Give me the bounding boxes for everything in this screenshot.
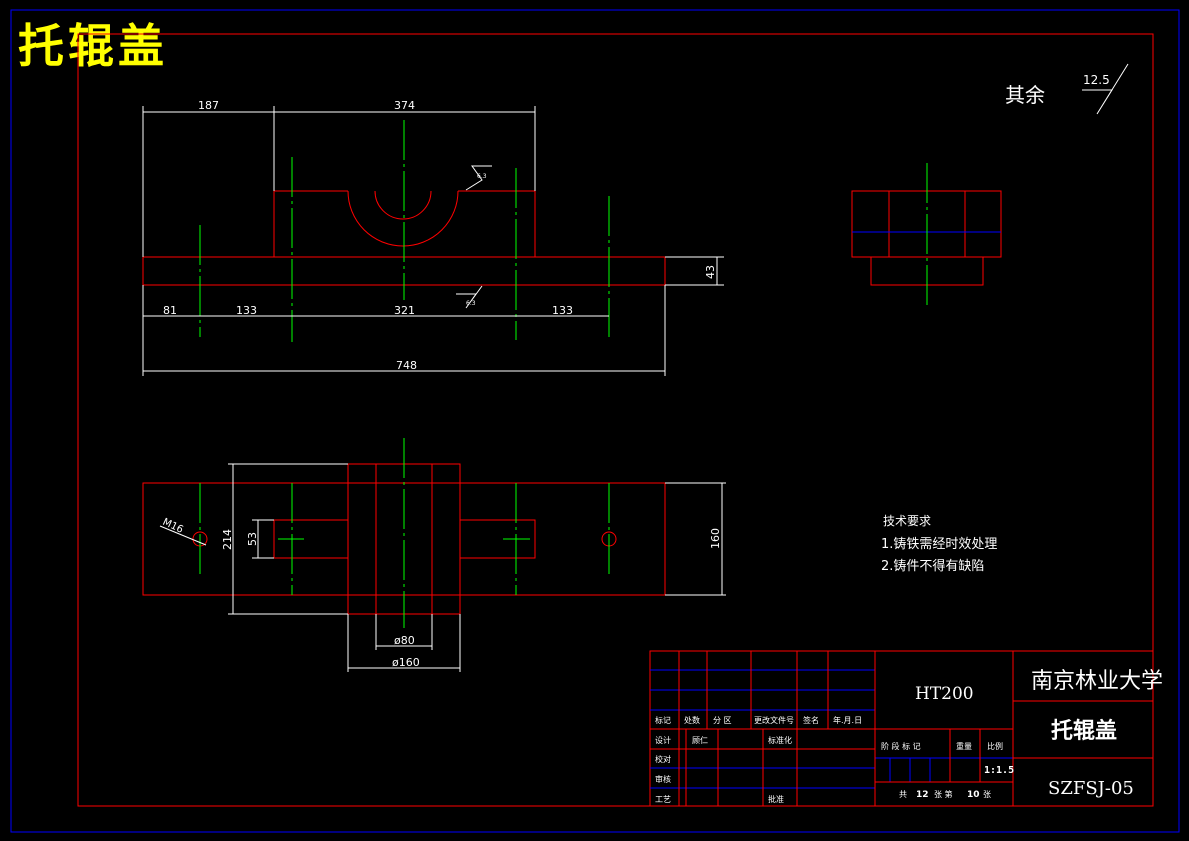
tb-scale-label: 比例 — [987, 741, 1003, 751]
roughness-value: 12.5 — [1083, 73, 1110, 87]
dim-374: 374 — [394, 99, 415, 112]
roughness-local-2: 6.3 — [466, 300, 476, 307]
dim-53: 53 — [246, 532, 259, 546]
notes-line-1: 1.铸铁需经时效处理 — [881, 536, 997, 552]
tb-drawing-no: SZFSJ-05 — [1048, 778, 1134, 799]
dim-phi160: ø160 — [392, 656, 420, 669]
side-view — [851, 163, 1002, 305]
roughness-label: 其余 — [1005, 83, 1045, 107]
dim-133a: 133 — [236, 304, 257, 317]
tb-stage: 阶 段 标 记 — [881, 741, 921, 751]
tb-weight: 重量 — [956, 741, 972, 751]
dim-214: 214 — [221, 529, 234, 550]
tb-label-4: 签名 — [803, 715, 819, 725]
tb-material: HT200 — [915, 684, 974, 704]
tb-school: 南京林业大学 — [1031, 669, 1163, 694]
notes-line-2: 2.铸件不得有缺陷 — [881, 558, 984, 574]
dim-748: 748 — [396, 359, 417, 372]
drawing-title: 托辊盖 — [18, 19, 168, 73]
tb-label-1: 处数 — [684, 715, 700, 725]
roughness-local-1: 6.3 — [477, 173, 487, 180]
dim-81: 81 — [163, 304, 177, 317]
tb-label-2: 分 区 — [713, 716, 732, 725]
tb-approve: 批准 — [768, 794, 784, 804]
dim-187: 187 — [198, 99, 219, 112]
roughness-symbol — [1082, 63, 1129, 115]
tb-design: 设计 — [655, 735, 671, 745]
tb-total-prefix: 共 — [899, 790, 907, 799]
dim-321: 321 — [394, 304, 415, 317]
tb-standard: 标准化 — [768, 735, 792, 745]
tb-review: 审核 — [655, 774, 671, 784]
tb-label-5: 年.月.日 — [833, 715, 862, 725]
tb-label-3: 更改文件号 — [754, 715, 794, 725]
tb-total: 12 — [916, 790, 929, 800]
notes-title: 技术要求 — [883, 514, 931, 528]
tb-sheet-suffix: 张 — [983, 790, 991, 799]
tb-process: 工艺 — [655, 795, 671, 804]
dim-phi80: ø80 — [394, 634, 415, 647]
tb-scale: 1:1.5 — [984, 765, 1014, 776]
dim-160: 160 — [709, 528, 722, 549]
semicircle-inner — [374, 190, 432, 220]
drawing-border — [77, 33, 1154, 807]
front-view — [142, 106, 724, 376]
tb-label-0: 标记 — [655, 715, 671, 725]
tb-part-name: 托辊盖 — [1051, 718, 1117, 744]
tb-check: 校对 — [655, 754, 671, 764]
dim-43: 43 — [704, 265, 717, 279]
semicircle-outer — [347, 190, 459, 247]
tb-designer: 顾仁 — [692, 735, 708, 745]
top-view — [142, 438, 726, 672]
tb-sheet: 10 — [967, 790, 980, 800]
dim-133b: 133 — [552, 304, 573, 317]
dim-m16: M16 — [161, 517, 185, 536]
outer-frame — [10, 9, 1180, 833]
tb-sheet-mid: 张 第 — [934, 789, 953, 799]
title-block — [649, 650, 1154, 807]
